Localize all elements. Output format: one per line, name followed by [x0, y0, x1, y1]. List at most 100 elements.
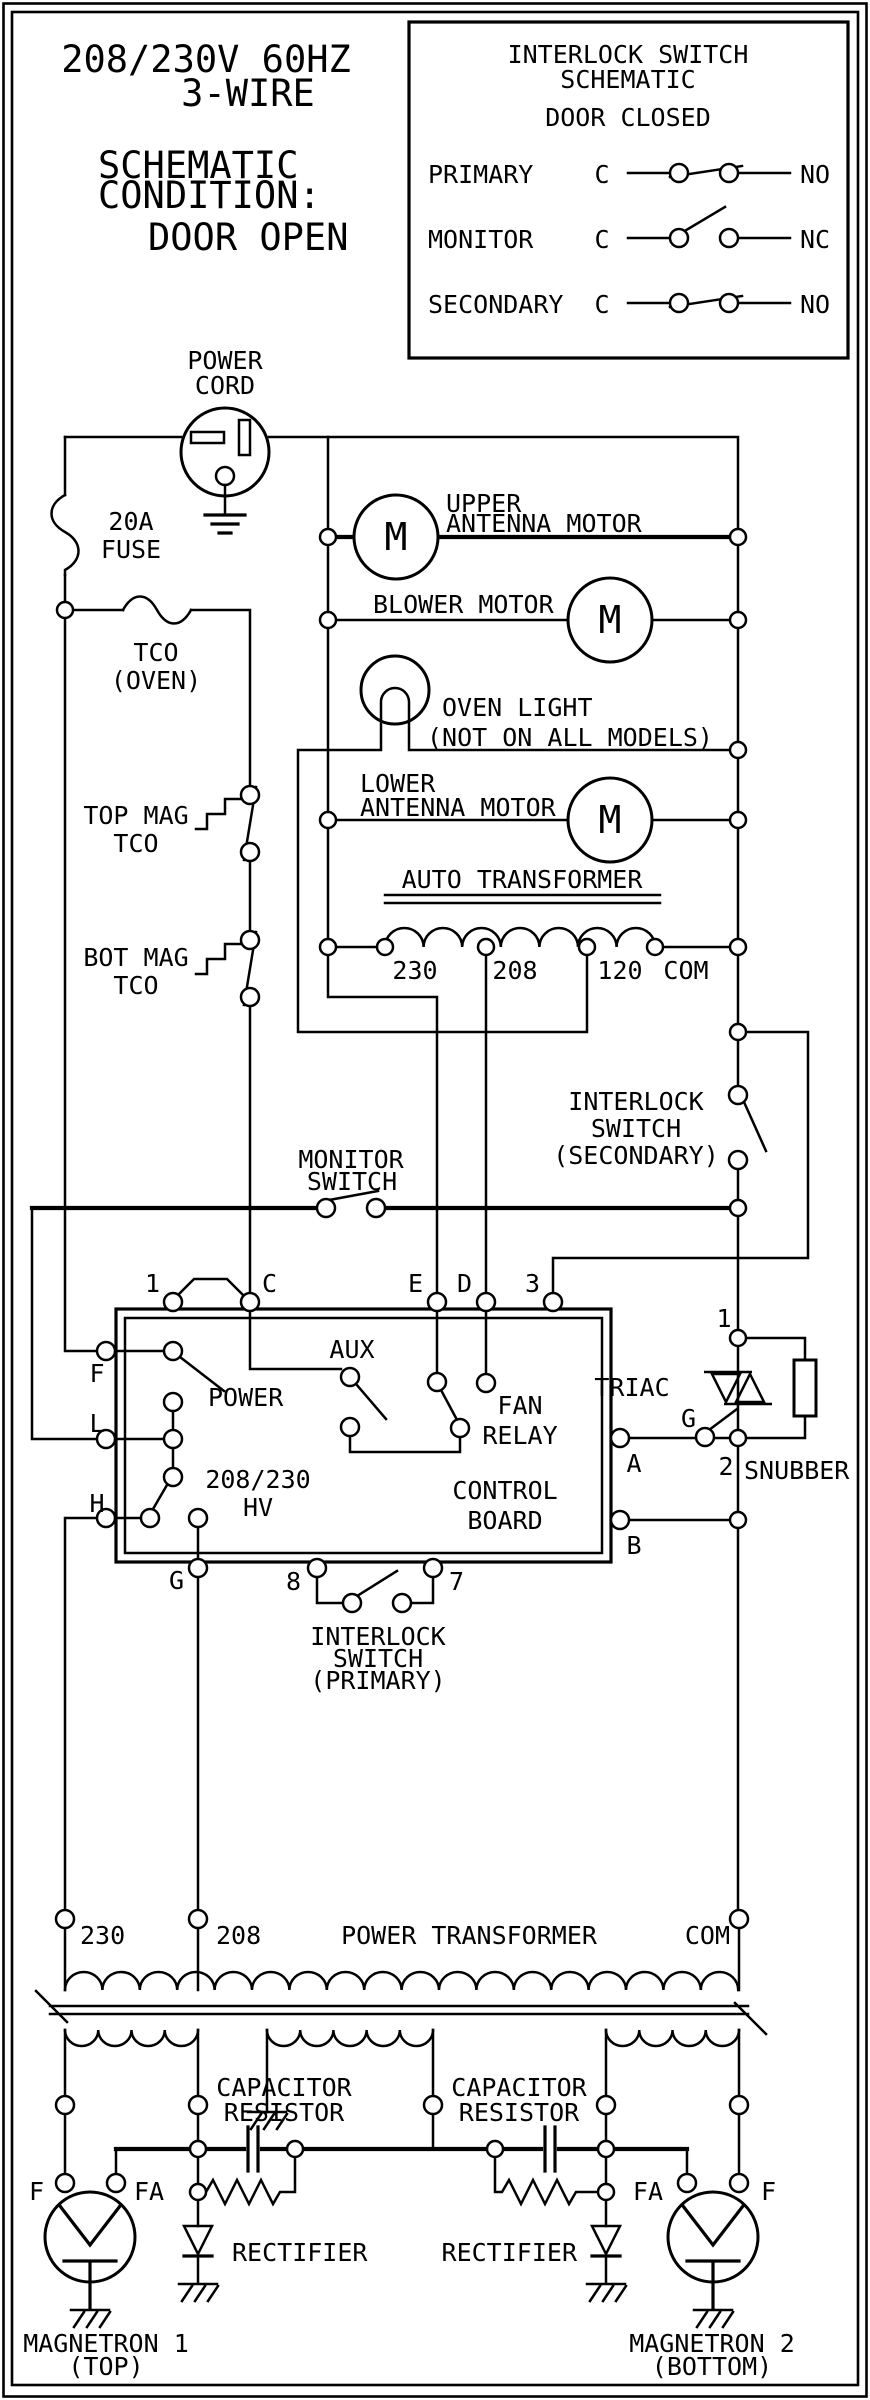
magnetron-2-icon [666, 2190, 760, 2310]
tap-120: 120 [597, 956, 642, 985]
row-primary-label: PRIMARY [428, 160, 533, 189]
fuse-icon [50, 493, 80, 577]
blower-motor-label: BLOWER MOTOR [373, 590, 555, 619]
power-cord-label-1: POWER [187, 346, 263, 375]
title-door-open: DOOR OPEN [148, 216, 348, 259]
interlock-switch-schematic-box: INTERLOCK SWITCH SCHEMATIC DOOR CLOSED P… [407, 20, 850, 360]
auto-transformer-label: AUTO TRANSFORMER [402, 865, 644, 894]
terminal-d: D [457, 1269, 472, 1298]
upper-antenna-label-1: UPPER [446, 489, 522, 518]
fan-relay-label-1: FAN [497, 1391, 542, 1420]
mag2-fa-label: FA [633, 2177, 663, 2206]
terminal-f: F [89, 1359, 104, 1388]
row-monitor-state: NC [800, 225, 830, 254]
snubber-label: SNUBBER [744, 1456, 850, 1485]
interlock-box-title-2: SCHEMATIC [560, 65, 695, 94]
power-cord-label-2: CORD [195, 371, 255, 400]
tco-oven-label-2: (OVEN) [111, 666, 201, 695]
terminal-8: 8 [286, 1567, 301, 1596]
tap-com: COM [663, 956, 708, 985]
motor-letter: M [385, 515, 408, 559]
junction-nodes [54, 527, 750, 2202]
pt-tap-208: 208 [216, 1921, 261, 1950]
wiring [29, 435, 810, 2284]
pt-tap-230: 230 [80, 1921, 125, 1950]
tap-230: 230 [392, 956, 437, 985]
interlock-box-title-1: INTERLOCK SWITCH [508, 40, 749, 69]
triac-gate-label: G [681, 1404, 696, 1433]
capacitor-icon-right [543, 2125, 557, 2173]
fuse-label-2: FUSE [101, 535, 161, 564]
auto-transformer-winding [383, 893, 662, 949]
title-voltage: 208/230V 60HZ [61, 38, 351, 81]
interlock-secondary-lever [742, 1100, 768, 1153]
tco-oven-label-1: TCO [133, 638, 178, 667]
labels: POWER CORD 20A FUSE TCO (OVEN) TOP MAG T… [23, 346, 850, 2381]
oven-light-label-1: OVEN LIGHT [442, 693, 593, 722]
control-board-label-1: CONTROL [452, 1476, 557, 1505]
cap-res-left-label-1: CAPACITOR [216, 2073, 352, 2102]
rectifier-right-label: RECTIFIER [442, 2238, 578, 2267]
title-wire: 3-WIRE [181, 72, 315, 115]
interlock-box-subtitle: DOOR CLOSED [545, 103, 711, 132]
cap-res-left-label-2: RESISTOR [224, 2098, 345, 2127]
terminal-7: 7 [449, 1567, 464, 1596]
interlock-box-contacts [668, 162, 740, 314]
triac-terminal-1: 1 [716, 1304, 731, 1333]
filament-winding-1 [63, 2028, 200, 2048]
monitor-switch-label-2: SWITCH [307, 1167, 397, 1196]
triac-terminal-2: 2 [718, 1452, 733, 1481]
triac-gate-lever [707, 1407, 739, 1432]
magnetron1-label-1: MAGNETRON 1 [23, 2329, 189, 2358]
filament-winding-2 [604, 2028, 741, 2048]
lower-antenna-motor-icon: M [566, 776, 654, 864]
row-monitor-label: MONITOR [428, 225, 534, 254]
monitor-switch-lever [681, 205, 727, 234]
interlock-secondary-label-1: INTERLOCK [568, 1087, 703, 1116]
fuse-label-1: 20A [108, 507, 153, 536]
terminal-h: H [89, 1489, 104, 1518]
title-schematic: SCHEMATIC [98, 144, 298, 187]
interlock-secondary-label-3: (SECONDARY) [553, 1141, 719, 1170]
motor-letter: M [599, 798, 622, 842]
hv-winding [265, 2028, 435, 2048]
power-transformer-winding [34, 1970, 768, 2048]
upper-antenna-label-2: ANTENNA MOTOR [446, 509, 643, 538]
power-cord-plug-icon [179, 406, 271, 535]
pt-tap-com: COM [685, 1921, 730, 1950]
power-relay-lever-bottom [151, 1483, 169, 1511]
snubber-resistor [792, 1358, 818, 1418]
fan-relay-label-2: RELAY [482, 1421, 557, 1450]
cap-res-right-label-1: CAPACITOR [451, 2073, 587, 2102]
lower-antenna-label-1: LOWER [360, 769, 436, 798]
bot-mag-tco-label-2: TCO [113, 971, 158, 1000]
magnetron-1-icon [43, 2190, 137, 2310]
fan-relay-lever [439, 1388, 458, 1420]
oven-light-icon [359, 654, 431, 726]
resistor-icon-left [196, 2155, 297, 2207]
rectifier-left-label: RECTIFIER [232, 2238, 368, 2267]
interlock-secondary-label-2: SWITCH [591, 1114, 681, 1143]
row-primary-c: C [594, 160, 609, 189]
terminal-e: E [408, 1269, 423, 1298]
lower-antenna-label-2: ANTENNA MOTOR [360, 793, 557, 822]
rectifier-diode-right [589, 2224, 623, 2258]
magnetron2-label-2: (BOTTOM) [652, 2352, 772, 2381]
mag1-fa-label: FA [134, 2177, 164, 2206]
hv-label-2: HV [243, 1493, 273, 1522]
mag-tco-switches [194, 785, 258, 1007]
title-block: 208/230V 60HZ 3-WIRE SCHEMATIC CONDITION… [61, 38, 351, 259]
terminal-l: L [89, 1409, 104, 1438]
interlock-primary-label-2: SWITCH [333, 1644, 423, 1673]
interlock-primary-lever [355, 1569, 399, 1598]
row-secondary-state: NO [800, 290, 830, 319]
transformer-core [34, 1989, 768, 2036]
tap-208: 208 [492, 956, 537, 985]
monitor-switch-label-1: MONITOR [298, 1145, 404, 1174]
mag1-f-label: F [29, 2177, 44, 2206]
monitor-switch-lever [327, 1189, 380, 1202]
aux-relay-lever [354, 1382, 388, 1421]
triac-label: TRIAC [594, 1373, 669, 1402]
